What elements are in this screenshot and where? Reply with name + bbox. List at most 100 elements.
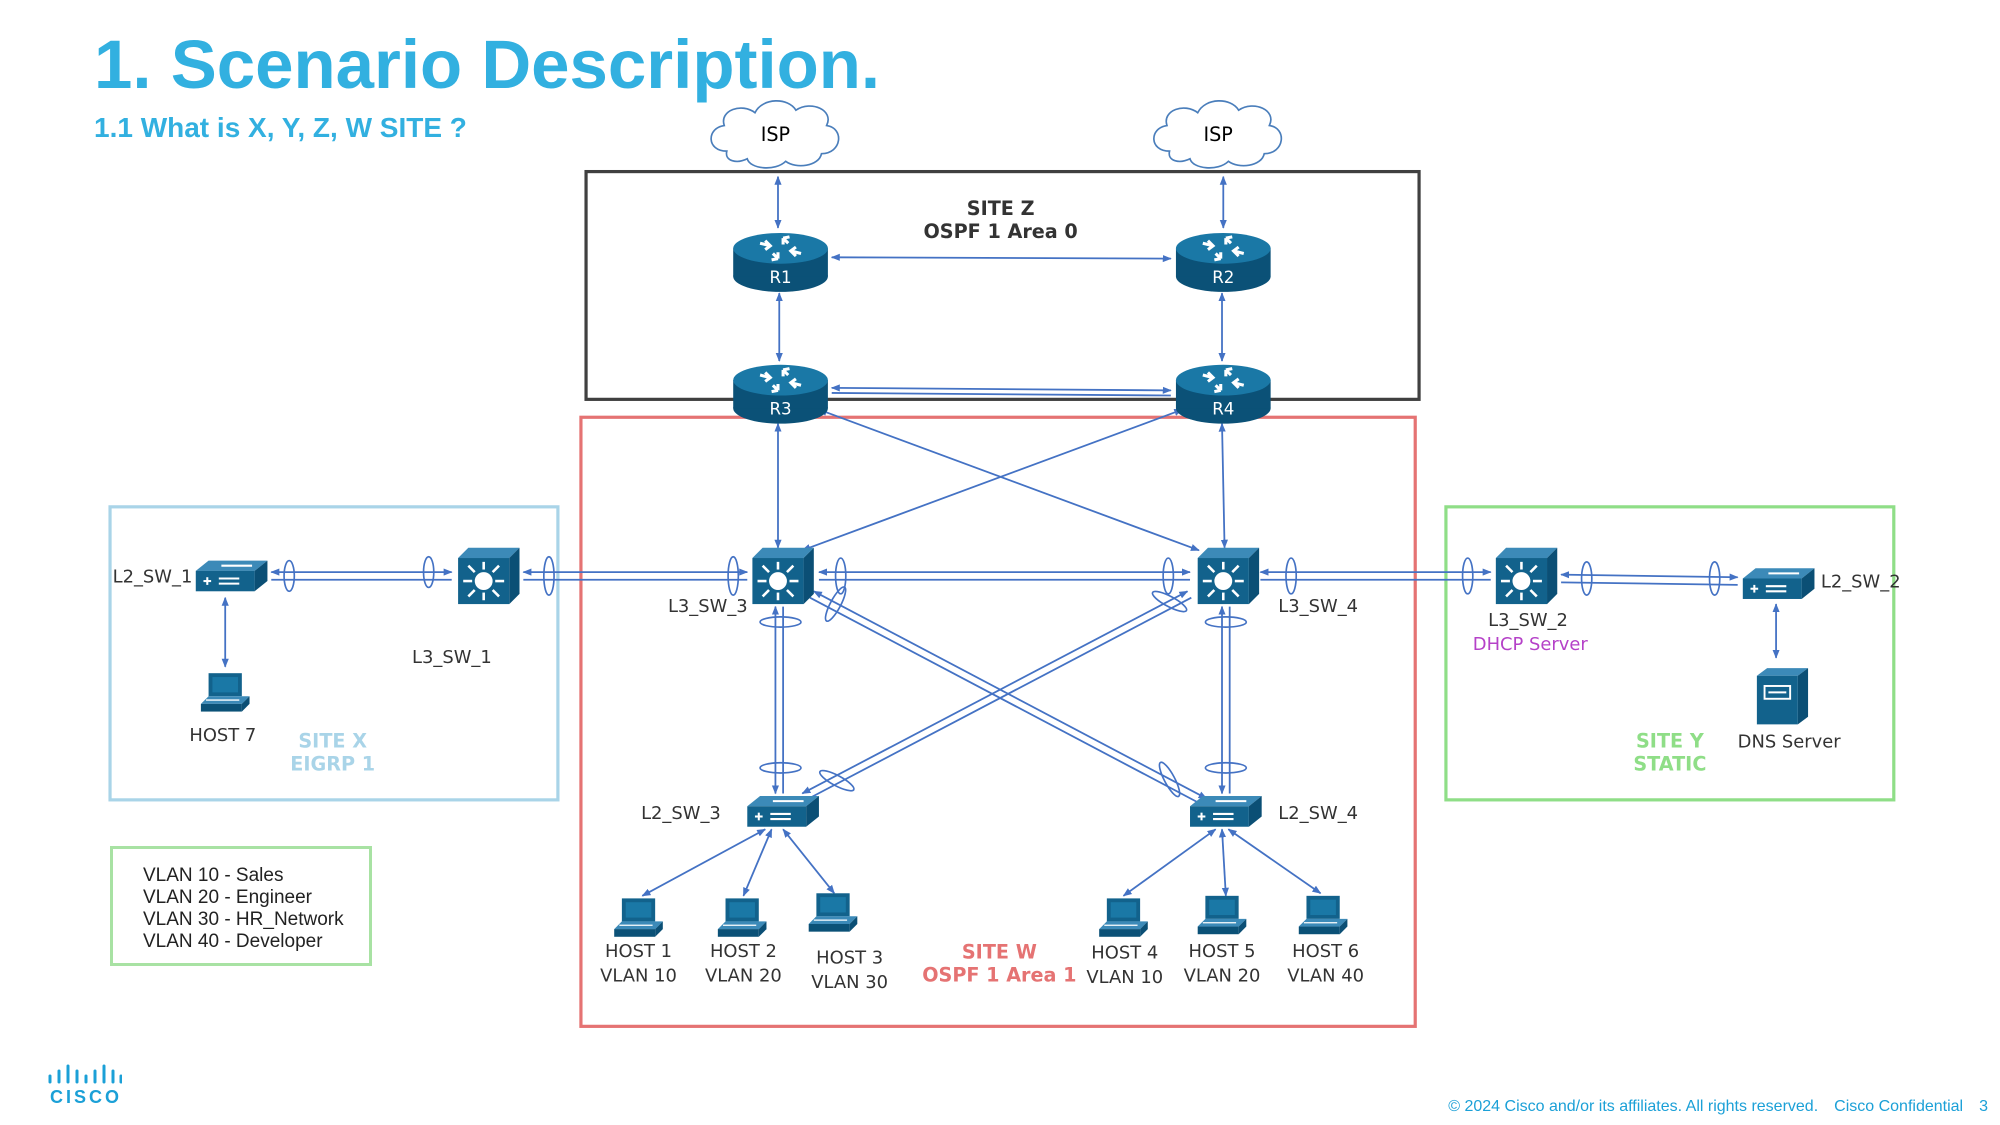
router-label-r4: R4 — [1212, 400, 1234, 419]
isp-label-1: ISP — [761, 123, 790, 146]
switch-label-l2-sw-4: L2_SW_4 — [1278, 803, 1358, 824]
link-l2sw4-host5 — [1218, 828, 1229, 897]
link-l3sw2-l2sw2-b — [1561, 581, 1738, 586]
site-x-name: SITE X — [298, 729, 367, 752]
isp-label-2: ISP — [1203, 123, 1232, 146]
page-number: 3 — [1979, 1098, 1988, 1115]
host-pc-icon[interactable] — [1197, 895, 1247, 935]
host-1-vlan: VLAN 10 — [600, 966, 677, 987]
slide-title: 1. Scenario Description. — [94, 26, 881, 103]
host-5-name: HOST 5 — [1189, 941, 1256, 962]
vlan-legend-item: VLAN 20 - Engineer — [143, 887, 312, 908]
switch-label-l3-sw-1: L3_SW_1 — [412, 647, 492, 668]
switch-label-l3-sw-3: L3_SW_3 — [668, 596, 748, 617]
l3-switch-icon[interactable] — [1494, 546, 1559, 606]
host-6-vlan: VLAN 40 — [1287, 966, 1364, 987]
link-l3sw3-l2sw4-b — [809, 596, 1204, 806]
link-l2sw4-host6 — [1227, 828, 1322, 895]
link-r3-l3sw4 — [818, 408, 1200, 552]
etherchannel-oval — [834, 557, 847, 595]
link-l2sw3-host3 — [782, 828, 835, 894]
host-pc-icon[interactable] — [613, 897, 664, 938]
host-1-name: HOST 1 — [605, 941, 672, 962]
dns-server-icon[interactable] — [1755, 667, 1810, 726]
etherchannel-oval — [542, 555, 555, 596]
vlan-legend-item: VLAN 30 - HR_Network — [143, 909, 344, 930]
isp-cloud-1 — [710, 100, 840, 169]
host-4-name: HOST 4 — [1091, 943, 1158, 964]
l3-switch-icon[interactable] — [456, 546, 521, 606]
site-w-box — [579, 415, 1417, 1028]
switch-label-l2-sw-3: L2_SW_3 — [641, 803, 721, 824]
site-w-protocol: OSPF 1 Area 1 — [922, 964, 1076, 987]
host-3-name: HOST 3 — [816, 948, 883, 969]
router-label-r3: R3 — [769, 400, 791, 419]
l2-switch-icon[interactable] — [194, 559, 269, 593]
etherchannel-oval — [759, 761, 802, 774]
link-l3sw2-l2sw2-a — [1560, 571, 1739, 581]
switch-label-l2-sw-1: L2_SW_1 — [113, 566, 193, 587]
slide-footer: © 2024 Cisco and/or its affiliates. All … — [1432, 1098, 1988, 1116]
host-pc-icon[interactable] — [717, 897, 768, 938]
host-pc-icon[interactable] — [200, 672, 251, 713]
link-r4-l3sw3 — [801, 408, 1184, 552]
link-l2sw3-host2 — [742, 828, 773, 897]
link-r3-r4-b — [831, 392, 1171, 397]
cisco-logo-bars-icon — [48, 1064, 122, 1084]
link-l3sw4-l2sw3-a — [801, 590, 1189, 795]
etherchannel-oval — [1162, 557, 1175, 595]
vlan-legend-item: VLAN 10 - Sales — [143, 865, 284, 886]
site-y-box — [1444, 505, 1896, 802]
site-z-protocol: OSPF 1 Area 0 — [923, 220, 1077, 243]
link-r3-r4-a — [830, 384, 1172, 394]
switch-label-l3-sw-4: L3_SW_4 — [1278, 596, 1358, 617]
etherchannel-oval — [1204, 761, 1248, 774]
switch-label-l2-sw-2: L2_SW_2 — [1821, 571, 1901, 592]
l2-switch-icon[interactable] — [1188, 795, 1263, 828]
confidential-text: Cisco Confidential — [1834, 1098, 1964, 1115]
l3-switch-icon[interactable] — [751, 546, 816, 606]
etherchannel-oval — [818, 769, 855, 792]
site-x-protocol: EIGRP 1 — [290, 752, 375, 775]
link-l3sw3-l2sw4-a — [813, 590, 1208, 800]
host-pc-icon[interactable] — [1298, 895, 1349, 935]
switch-label-l3-sw-2: L3_SW_2 — [1488, 610, 1568, 631]
host-3-vlan: VLAN 30 — [811, 972, 888, 993]
l2-switch-icon[interactable] — [746, 795, 820, 828]
host-pc-icon[interactable] — [808, 892, 858, 933]
link-l3sw4-l2sw3-b — [805, 596, 1192, 801]
etherchannel-oval — [1285, 557, 1298, 595]
etherchannel-oval — [1708, 561, 1721, 596]
site-x-box — [108, 505, 560, 802]
etherchannel-oval — [727, 555, 740, 596]
host-6-name: HOST 6 — [1292, 941, 1359, 962]
dns-server-label: DNS Server — [1738, 731, 1842, 752]
etherchannel-oval — [1204, 616, 1248, 628]
link-r1-r2 — [830, 253, 1172, 263]
router-label-r2: R2 — [1212, 268, 1234, 287]
link-l2sw4-host4 — [1122, 828, 1217, 897]
etherchannel-oval — [1158, 761, 1181, 798]
host-2-name: HOST 2 — [710, 941, 777, 962]
etherchannel-oval — [1580, 561, 1593, 596]
site-w-name: SITE W — [962, 941, 1037, 964]
etherchannel-oval — [422, 555, 435, 589]
etherchannel-oval — [824, 586, 847, 623]
etherchannel-oval — [759, 616, 802, 628]
host-pc-icon[interactable] — [1098, 897, 1149, 938]
site-z-name: SITE Z — [967, 197, 1035, 220]
vlan-legend-item: VLAN 40 - Developer — [143, 931, 323, 952]
site-y-protocol: STATIC — [1633, 752, 1706, 775]
host-5-vlan: VLAN 20 — [1184, 966, 1261, 987]
l2-switch-icon[interactable] — [1741, 567, 1816, 600]
l3-switch-icon[interactable] — [1196, 546, 1261, 606]
host-2-vlan: VLAN 20 — [705, 966, 782, 987]
site-y-name: SITE Y — [1636, 729, 1705, 752]
vlan-legend: VLAN 10 - Sales VLAN 20 - Engineer VLAN … — [110, 846, 372, 966]
etherchannel-oval — [1461, 557, 1474, 595]
host-4-vlan: VLAN 10 — [1086, 967, 1163, 988]
router-label-r1: R1 — [769, 268, 791, 287]
site-z-box — [584, 169, 1421, 401]
link-r4-l3sw4 — [1218, 422, 1228, 549]
